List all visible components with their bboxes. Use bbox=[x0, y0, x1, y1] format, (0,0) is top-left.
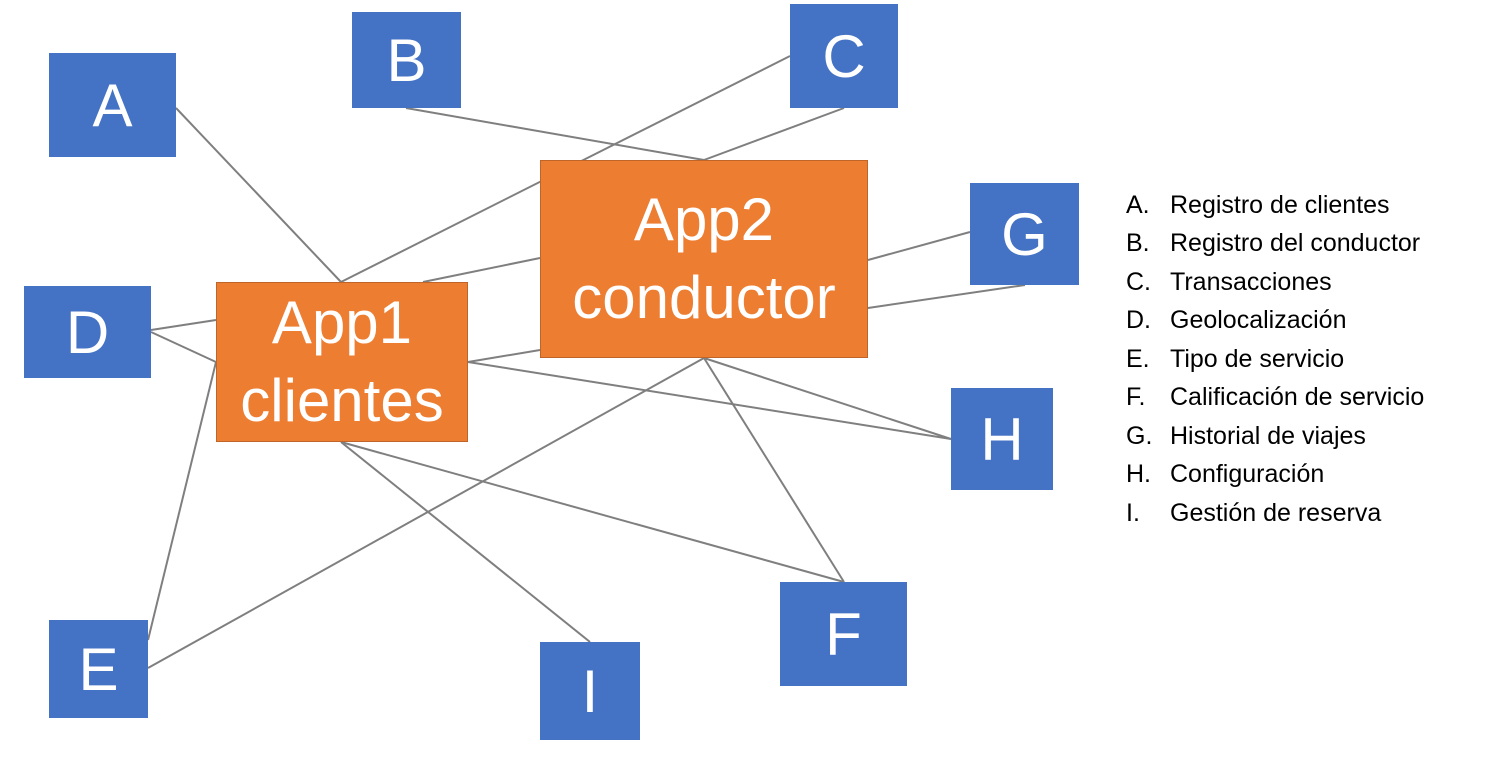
edge-f-app2 bbox=[703, 357, 845, 583]
node-c-label: C bbox=[822, 22, 866, 90]
node-f-label: F bbox=[825, 600, 862, 668]
app2-conductor-box: App2 conductor bbox=[540, 160, 868, 358]
legend: A. Registro de clientes B. Registro del co… bbox=[1126, 186, 1424, 533]
edge-app1-app2-top bbox=[422, 257, 541, 283]
legend-text: Historial de viajes bbox=[1170, 421, 1366, 450]
legend-text: Registro de clientes bbox=[1170, 190, 1390, 219]
edge-d-app1-top bbox=[150, 319, 217, 331]
app1-title: App1 bbox=[271, 289, 413, 356]
legend-item: H. Configuración bbox=[1126, 456, 1424, 495]
legend-item: C. Transacciones bbox=[1126, 263, 1424, 302]
node-a: A bbox=[49, 53, 176, 157]
edge-h-app2 bbox=[703, 357, 952, 440]
legend-item: B. Registro del conductor bbox=[1126, 225, 1424, 264]
node-c: C bbox=[790, 4, 898, 108]
legend-letter: C. bbox=[1126, 267, 1151, 296]
legend-letter: F. bbox=[1126, 383, 1146, 412]
legend-letter: G. bbox=[1126, 421, 1153, 450]
node-f: F bbox=[780, 582, 907, 686]
legend-item: F. Calificación de servicio bbox=[1126, 379, 1424, 418]
legend-text: Transacciones bbox=[1170, 267, 1332, 296]
node-g: G bbox=[970, 183, 1079, 285]
legend-text: Geolocalización bbox=[1170, 306, 1347, 335]
node-g-label: G bbox=[1001, 200, 1048, 268]
app2-subtitle: conductor bbox=[572, 264, 836, 331]
app2-title: App2 bbox=[633, 186, 775, 253]
edge-i-app1 bbox=[340, 441, 591, 643]
legend-letter: I. bbox=[1126, 498, 1140, 527]
node-a-label: A bbox=[92, 71, 133, 139]
legend-text: Tipo de servicio bbox=[1170, 344, 1345, 373]
edge-d-app1-bottom bbox=[150, 331, 217, 363]
legend-item: D. Geolocalización bbox=[1126, 302, 1424, 341]
node-h-label: H bbox=[980, 405, 1024, 473]
node-b-label: B bbox=[386, 26, 427, 94]
edge-b-app2 bbox=[405, 107, 705, 161]
node-i: I bbox=[540, 642, 640, 740]
node-e: E bbox=[49, 620, 148, 718]
node-d: D bbox=[24, 286, 151, 378]
legend-letter: A. bbox=[1126, 190, 1150, 219]
node-d-label: D bbox=[65, 298, 110, 366]
legend-item: E. Tipo de servicio bbox=[1126, 340, 1424, 379]
node-h: H bbox=[951, 388, 1053, 490]
app1-subtitle: clientes bbox=[240, 367, 444, 434]
edge-c-app2 bbox=[703, 107, 845, 161]
node-e-label: E bbox=[78, 635, 119, 703]
edge-h-app1 bbox=[467, 361, 952, 440]
legend-item: I. Gestión de reserva bbox=[1126, 494, 1424, 533]
legend-text: Gestión de reserva bbox=[1170, 498, 1382, 527]
legend-text: Configuración bbox=[1170, 460, 1325, 489]
app1-clientes-box: App1 clientes bbox=[216, 282, 468, 442]
edge-app1-app2-bottom bbox=[467, 349, 541, 363]
legend-letter: D. bbox=[1126, 306, 1151, 335]
edge-a-app1 bbox=[175, 107, 342, 283]
legend-letter: E. bbox=[1126, 344, 1150, 373]
legend-letter: H. bbox=[1126, 460, 1151, 489]
edge-f-app1 bbox=[340, 441, 845, 583]
node-i-label: I bbox=[581, 657, 599, 725]
edge-e-app2 bbox=[147, 357, 705, 669]
edge-e-app1 bbox=[147, 361, 217, 641]
edge-g-app2-bottom bbox=[867, 284, 1026, 309]
legend-item: A. Registro de clientes bbox=[1126, 186, 1424, 225]
legend-item: G. Historial de viajes bbox=[1126, 417, 1424, 456]
legend-text: Calificación de servicio bbox=[1170, 383, 1425, 412]
edge-g-app2-top bbox=[867, 231, 971, 261]
legend-letter: B. bbox=[1126, 229, 1150, 258]
legend-text: Registro del conductor bbox=[1170, 229, 1421, 258]
node-b: B bbox=[352, 12, 461, 108]
